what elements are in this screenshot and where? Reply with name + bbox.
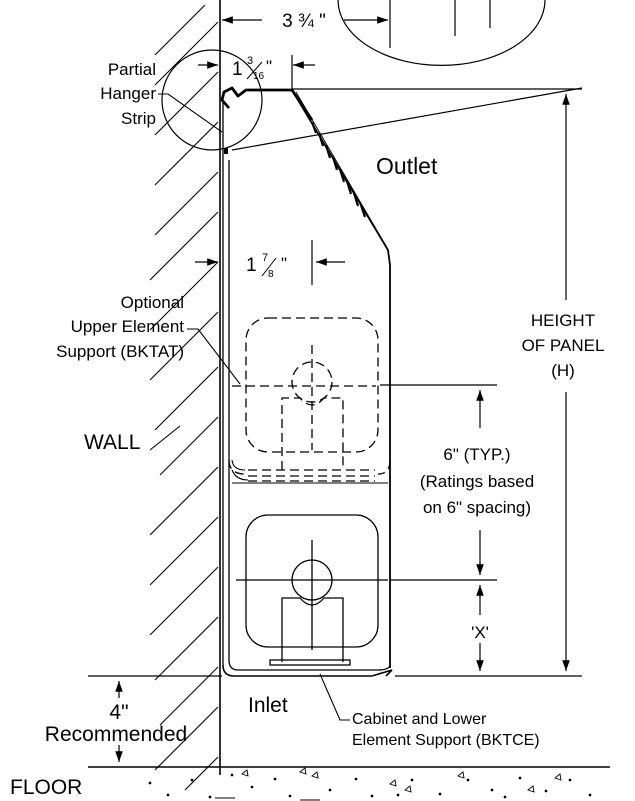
typ-dimension bbox=[380, 384, 497, 671]
hanger-dim-den: 16 bbox=[253, 71, 265, 82]
typ-label-1: 6" (TYP.) bbox=[443, 445, 510, 464]
optional-label-3: Support (BKTAT) bbox=[56, 342, 184, 361]
hanger-dim-whole: 1 bbox=[232, 59, 243, 80]
x-dimension-label: 'X' bbox=[471, 623, 489, 642]
hanger-dim-bar bbox=[246, 61, 263, 80]
cabinet-label-1: Cabinet and Lower bbox=[352, 711, 487, 728]
mid-dim-whole: 1 bbox=[246, 255, 257, 276]
hanger-zoom-circle bbox=[161, 49, 263, 151]
typ-label-2: (Ratings based bbox=[420, 472, 534, 491]
inlet-label: Inlet bbox=[248, 694, 288, 717]
partial-hanger-label-1: Partial bbox=[108, 60, 156, 79]
upper-element-outline bbox=[231, 459, 388, 484]
wall-hatching bbox=[149, 4, 219, 791]
height-label-2: OF PANEL bbox=[522, 336, 605, 355]
upper-element-dashed bbox=[228, 317, 391, 482]
mid-dim-num: 7 bbox=[262, 252, 268, 264]
height-label-1: HEIGHT bbox=[531, 311, 595, 330]
mid-dim-inch: " bbox=[281, 254, 287, 273]
height-dimension bbox=[292, 88, 582, 677]
hanger-dim-num: 3 bbox=[247, 55, 253, 67]
top-detail-circle bbox=[337, 0, 546, 66]
recommended-label-2: Recommended bbox=[45, 723, 187, 746]
wall-leader bbox=[149, 425, 181, 451]
typ-label-3: on 6" spacing) bbox=[423, 498, 531, 517]
height-label-3: (H) bbox=[551, 361, 575, 380]
outlet-label: Outlet bbox=[376, 153, 438, 179]
recommended-label-1: 4" bbox=[109, 701, 128, 724]
hanger-dimension bbox=[198, 55, 315, 90]
mid-dimension bbox=[195, 240, 345, 285]
optional-leader bbox=[187, 328, 241, 385]
hanger-dim-inch: " bbox=[266, 57, 272, 76]
optional-label-2: Upper Element bbox=[71, 317, 185, 336]
zoom-tangent-line bbox=[231, 87, 583, 151]
wall-label: WALL bbox=[84, 431, 140, 454]
partial-hanger-label-2: Hanger bbox=[100, 84, 156, 103]
cabinet-label-2: Element Support (BKTCE) bbox=[352, 732, 540, 749]
cabinet-outline bbox=[220, 86, 393, 677]
partial-hanger-leader bbox=[158, 93, 223, 133]
mid-dim-den: 8 bbox=[268, 269, 274, 280]
top-dimension-label: 3 ¾ " bbox=[282, 11, 326, 32]
concrete-texture bbox=[148, 767, 592, 801]
lower-element bbox=[236, 514, 388, 666]
outlet-louvers bbox=[310, 121, 367, 218]
cabinet-leader bbox=[319, 673, 350, 721]
optional-label-1: Optional bbox=[121, 293, 184, 312]
mid-dim-bar bbox=[261, 257, 277, 277]
floor-label: FLOOR bbox=[10, 776, 82, 799]
partial-hanger-label-3: Strip bbox=[121, 109, 156, 128]
